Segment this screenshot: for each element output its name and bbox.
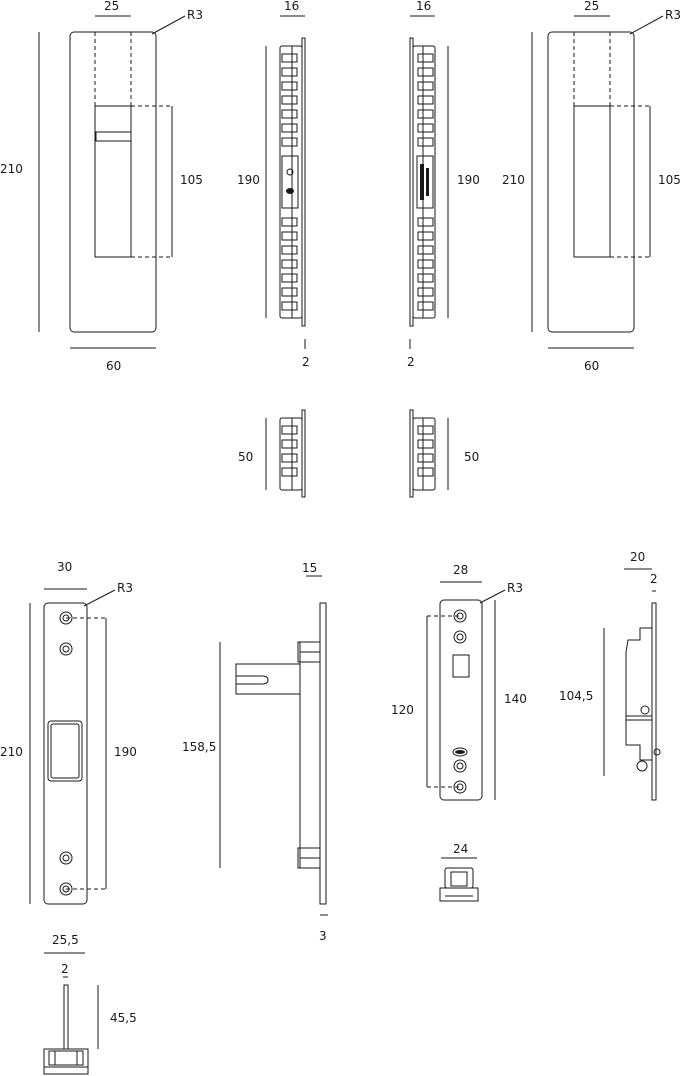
profile-slot bbox=[417, 81, 434, 91]
dim-105-right: 105 bbox=[658, 173, 681, 187]
profile-slot bbox=[417, 123, 434, 133]
dim-16-b: 16 bbox=[416, 0, 431, 13]
radius-r3-strike: R3 bbox=[507, 581, 523, 595]
dim-24: 24 bbox=[453, 842, 468, 856]
profile-slot bbox=[417, 67, 434, 77]
dim-2-b: 2 bbox=[407, 355, 415, 369]
dim-60-left: 60 bbox=[106, 359, 121, 373]
dim-120: 120 bbox=[391, 703, 414, 717]
profile-slot bbox=[281, 287, 298, 297]
profile-slot bbox=[281, 425, 298, 435]
dim-3: 3 bbox=[319, 929, 327, 943]
profile-slot bbox=[281, 109, 298, 119]
short-profile-2: 50 bbox=[409, 409, 479, 498]
strike-box-profile: 20 2 104,5 bbox=[559, 550, 661, 801]
strike-plate: 28 R3 120 140 bbox=[391, 563, 527, 801]
dim-210-right: 210 bbox=[502, 173, 525, 187]
dim-25-5: 25,5 bbox=[52, 933, 79, 947]
profile-slot bbox=[417, 109, 434, 119]
dim-60-right: 60 bbox=[584, 359, 599, 373]
profile-slot bbox=[417, 287, 434, 297]
profile-slot bbox=[281, 453, 298, 463]
profile-slot bbox=[417, 245, 434, 255]
profile-slot bbox=[417, 467, 434, 477]
dim-50-a: 50 bbox=[238, 450, 253, 464]
pull-plate-front-right: 25 R3 210 105 60 bbox=[502, 0, 681, 373]
dim-16-a: 16 bbox=[284, 0, 299, 13]
profile-slot bbox=[281, 245, 298, 255]
dim-210-left: 210 bbox=[0, 162, 23, 176]
edge-profile-1: 16 190 2 bbox=[237, 0, 310, 369]
profile-slot bbox=[281, 67, 298, 77]
lock-body-side: 15 158,5 3 bbox=[182, 561, 328, 943]
dim-28: 28 bbox=[453, 563, 468, 577]
dim-2-spindle: 2 bbox=[61, 962, 69, 976]
profile-slot bbox=[417, 273, 434, 283]
spindle-cap: 25,5 2 45,5 bbox=[43, 933, 137, 1075]
dim-140: 140 bbox=[504, 692, 527, 706]
profile-slot bbox=[417, 453, 434, 463]
dim-50-b: 50 bbox=[464, 450, 479, 464]
profile-slot bbox=[281, 231, 298, 241]
profile-slot bbox=[281, 439, 298, 449]
dim-25-right: 25 bbox=[584, 0, 599, 13]
profile-slot bbox=[281, 81, 298, 91]
dim-25-left: 25 bbox=[104, 0, 119, 13]
profile-slot bbox=[281, 217, 298, 227]
dim-105-left: 105 bbox=[180, 173, 203, 187]
profile-slot bbox=[281, 467, 298, 477]
short-profile-1: 50 bbox=[238, 409, 306, 498]
dim-45-5: 45,5 bbox=[110, 1011, 137, 1025]
dim-210-faceplate: 210 bbox=[0, 745, 23, 759]
profile-slot bbox=[417, 301, 434, 311]
profile-slot bbox=[281, 137, 298, 147]
lock-faceplate: 30 R3 210 190 bbox=[0, 560, 137, 905]
profile-slot bbox=[417, 95, 434, 105]
profile-slot bbox=[281, 95, 298, 105]
profile-slot bbox=[417, 217, 434, 227]
profile-slot bbox=[417, 425, 434, 435]
profile-slot bbox=[417, 439, 434, 449]
dim-190-b: 190 bbox=[457, 173, 480, 187]
profile-slot bbox=[281, 273, 298, 283]
radius-r3-left: R3 bbox=[187, 8, 203, 22]
small-cap-top: 24 bbox=[439, 842, 479, 902]
profile-slot bbox=[417, 137, 434, 147]
dim-20: 20 bbox=[630, 550, 645, 564]
dim-30: 30 bbox=[57, 560, 72, 574]
radius-r3-right: R3 bbox=[665, 8, 681, 22]
profile-slot bbox=[281, 53, 298, 63]
dim-190-a: 190 bbox=[237, 173, 260, 187]
profile-slot bbox=[281, 259, 298, 269]
dim-190-faceplate: 190 bbox=[114, 745, 137, 759]
pull-plate-front-left: 25 R3 210 105 60 bbox=[0, 0, 203, 373]
radius-r3-faceplate: R3 bbox=[117, 581, 133, 595]
dim-2-strike: 2 bbox=[650, 572, 658, 586]
edge-profile-2: 16 190 2 bbox=[407, 0, 480, 369]
dim-15: 15 bbox=[302, 561, 317, 575]
dim-2-a: 2 bbox=[302, 355, 310, 369]
profile-slot bbox=[281, 301, 298, 311]
profile-slot bbox=[281, 123, 298, 133]
profile-slot bbox=[417, 53, 434, 63]
dim-104-5: 104,5 bbox=[559, 689, 593, 703]
profile-slot bbox=[417, 231, 434, 241]
profile-slot bbox=[417, 259, 434, 269]
dim-158-5: 158,5 bbox=[182, 740, 216, 754]
